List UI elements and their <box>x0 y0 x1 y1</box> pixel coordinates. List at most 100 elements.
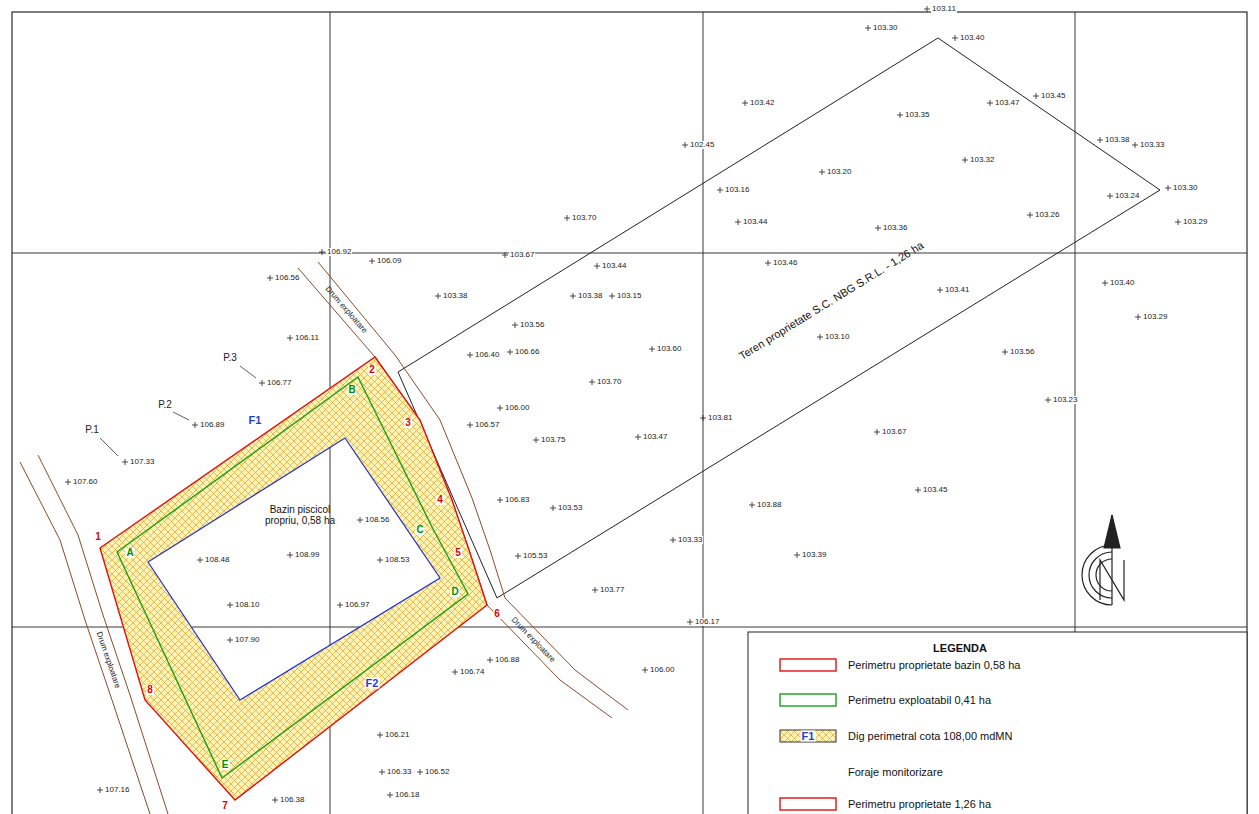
elevation-value: 103.44 <box>601 262 627 270</box>
elevation-cross <box>1097 137 1103 143</box>
elevation-value: 106.52 <box>424 768 450 776</box>
elevation-value: 103.38 <box>442 292 468 300</box>
elevation-cross <box>742 100 748 106</box>
elevation-value: 103.35 <box>904 111 930 119</box>
elevation-value: 103.56 <box>519 321 545 329</box>
elevation-cross <box>749 502 755 508</box>
property-point: 1 <box>94 532 102 542</box>
elevation-cross <box>962 157 968 163</box>
elevation-cross <box>1033 93 1039 99</box>
elevation-cross <box>592 587 598 593</box>
elevation-cross <box>765 260 771 266</box>
elevation-value: 105.53 <box>522 552 548 560</box>
elevation-cross <box>1135 314 1141 320</box>
elevation-cross <box>700 415 706 421</box>
elevation-value: 107.60 <box>72 478 98 486</box>
elevation-value: 103.60 <box>656 345 682 353</box>
map-frame <box>12 12 1247 814</box>
elevation-value: 103.70 <box>571 214 597 222</box>
elevation-cross <box>272 797 278 803</box>
elevation-value: 103.11 <box>931 5 957 13</box>
elevation-cross <box>122 459 128 465</box>
elevation-value: 106.97 <box>344 601 370 609</box>
elevation-value: 103.56 <box>1009 348 1035 356</box>
area-name: Bazin piscicol propriu, 0,58 ha <box>254 504 346 527</box>
elevation-cross <box>512 322 518 328</box>
property-point: 3 <box>404 418 412 428</box>
property-point: 6 <box>493 609 501 619</box>
property-point: 4 <box>436 495 444 505</box>
legend-sample-red <box>780 798 836 810</box>
monitoring-well: F1 <box>801 731 816 742</box>
elevation-value: 103.32 <box>969 156 995 164</box>
elevation-value: 103.47 <box>642 433 668 441</box>
elevation-cross <box>227 602 233 608</box>
legend-entry: Foraje monitorizare <box>848 767 943 778</box>
elevation-value: 103.10 <box>824 333 850 341</box>
elevation-value: 103.45 <box>922 486 948 494</box>
elevation-value: 108.56 <box>364 516 390 524</box>
elevation-value: 103.53 <box>557 504 583 512</box>
elevation-value: 107.33 <box>129 458 155 466</box>
elevation-cross <box>717 187 723 193</box>
basin-label: Bazin piscicol propriu, 0,58 ha <box>252 502 352 533</box>
area-name: Teren proprietate S.C. NBG S.R.L. - 1,26… <box>734 237 927 363</box>
elevation-cross <box>609 293 615 299</box>
elevation-cross <box>192 422 198 428</box>
elevation-value: 103.67 <box>509 251 535 259</box>
legend-sample-hatch <box>780 730 836 742</box>
property-point: 8 <box>146 685 154 695</box>
legend-box <box>748 632 1247 814</box>
elevation-value: 106.21 <box>384 731 410 739</box>
elevation-value: 106.89 <box>199 421 225 429</box>
elevation-cross <box>937 287 943 293</box>
elevation-value: 106.83 <box>504 496 530 504</box>
elevation-value: 107.16 <box>104 786 130 794</box>
parcel-label: Teren proprietate S.C. NBG S.R.L. - 1,26… <box>732 234 933 369</box>
elevation-value: 106.40 <box>474 351 500 359</box>
elevation-cross <box>550 505 556 511</box>
elevation-cross <box>1045 397 1051 403</box>
survey-point: P.2 <box>157 400 173 410</box>
exploitable-perimeter <box>117 377 468 778</box>
elevation-cross <box>670 537 676 543</box>
exploitable-point: D <box>450 587 459 597</box>
property-point: 7 <box>221 801 229 811</box>
elevation-value: 106.33 <box>386 768 412 776</box>
elevation-cross <box>287 552 293 558</box>
road-name: Drum exploatare <box>323 284 369 335</box>
elevation-value: 103.29 <box>1142 313 1168 321</box>
elevation-value: 106.66 <box>514 348 540 356</box>
elevation-cross <box>337 602 343 608</box>
elevation-cross <box>564 215 570 221</box>
elevation-cross <box>642 667 648 673</box>
elevation-value: 103.33 <box>677 536 703 544</box>
elevation-value: 106.92 <box>326 248 352 256</box>
exploitable-point: A <box>125 548 134 558</box>
elevation-cross <box>687 619 693 625</box>
elevation-cross <box>1165 185 1171 191</box>
elevation-cross <box>987 100 993 106</box>
parcel-boundary <box>398 38 1160 598</box>
elevation-value: 103.45 <box>1040 92 1066 100</box>
elevation-cross <box>467 352 473 358</box>
elevation-value: 106.77 <box>266 379 292 387</box>
elevation-value: 106.00 <box>649 666 675 674</box>
elevation-cross <box>97 787 103 793</box>
elevation-cross <box>369 258 375 264</box>
elevation-value: 108.99 <box>294 551 320 559</box>
elevation-cross <box>570 293 576 299</box>
elevation-cross <box>924 6 930 12</box>
exploitable-point: E <box>221 760 230 770</box>
elevation-value: 103.46 <box>772 259 798 267</box>
elevation-value: 106.38 <box>279 796 305 804</box>
legend-sample-red <box>780 659 836 671</box>
elevation-value: 103.38 <box>577 292 603 300</box>
road-name: Drum exploatare <box>94 630 121 690</box>
elevation-value: 103.29 <box>1182 218 1208 226</box>
elevation-cross <box>452 669 458 675</box>
elevation-cross <box>594 263 600 269</box>
elevation-value: 103.20 <box>826 168 852 176</box>
